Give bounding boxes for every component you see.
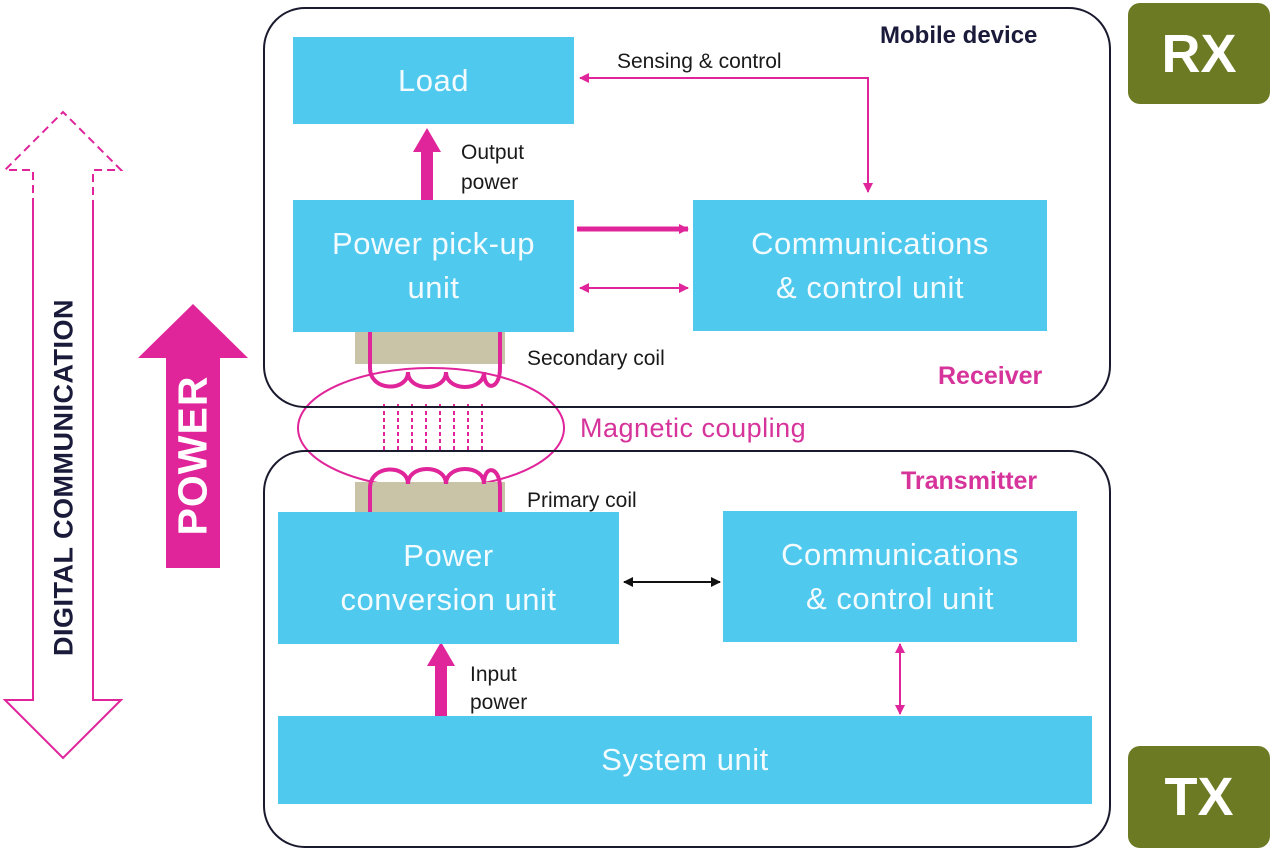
- sensing-control-arrow: [579, 73, 873, 193]
- transmitter-frame: [263, 450, 1111, 848]
- receiver-title: Receiver: [938, 362, 1043, 390]
- secondary-coil: [355, 332, 505, 389]
- rx-badge: RX: [1128, 3, 1270, 104]
- tx-badge: TX: [1128, 746, 1270, 848]
- power-label: POWER: [169, 375, 216, 536]
- power-pickup-block: Power pick-up unit: [293, 200, 574, 332]
- transmitter-title: Transmitter: [901, 467, 1038, 495]
- power-conversion-block: Power conversion unit: [278, 512, 619, 644]
- primary-coil-label: Primary coil: [527, 489, 637, 512]
- output-power-arrow: [413, 128, 441, 200]
- magnetic-coupling-label: Magnetic coupling: [580, 413, 807, 443]
- input-power-label: Input power: [470, 663, 528, 714]
- digital-communication-arrow: [2, 110, 124, 760]
- output-power-label: Output power: [461, 141, 525, 194]
- transmitter-comms-block: Communications & control unit: [723, 511, 1077, 642]
- primary-coil: [355, 467, 505, 514]
- load-block: Load: [293, 37, 574, 124]
- receiver-comms-block: Communications & control unit: [693, 200, 1047, 331]
- secondary-coil-label: Secondary coil: [527, 347, 665, 370]
- system-unit-block: System unit: [278, 716, 1092, 804]
- digital-communication-label: DIGITAL COMMUNICATION: [48, 299, 79, 656]
- mobile-device-title: Mobile device: [880, 22, 1038, 49]
- power-arrow: [138, 304, 248, 568]
- sensing-control-label: Sensing & control: [617, 50, 782, 73]
- input-power-arrow: [427, 642, 455, 716]
- receiver-frame: [263, 7, 1111, 408]
